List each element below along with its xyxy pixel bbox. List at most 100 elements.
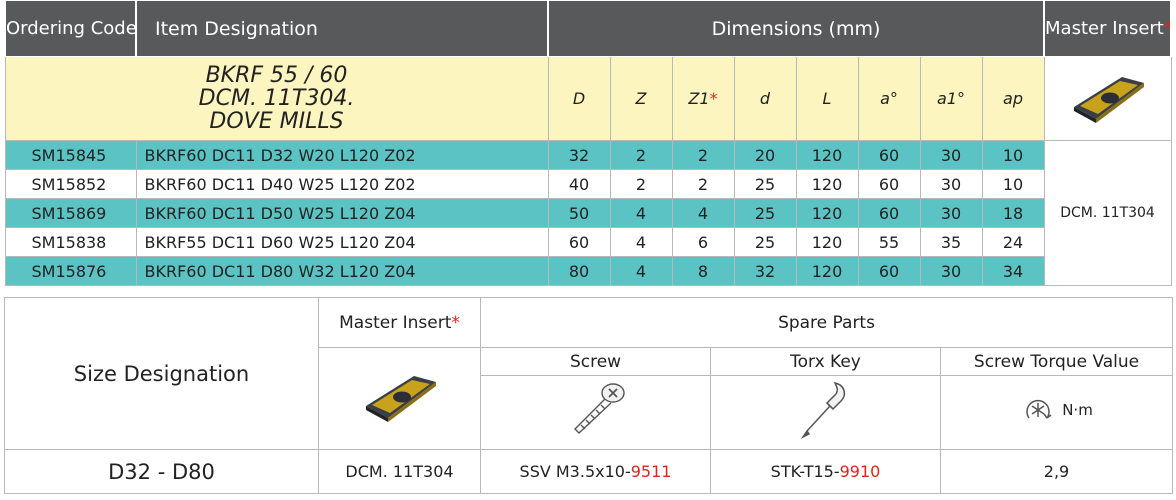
ordering-code-cell: SM15845 [4,140,137,170]
master-insert-image-cell [318,347,481,450]
value-cell: 20 [733,140,797,170]
torque-value: 2,9 [939,449,1174,494]
value-cell: 24 [981,227,1045,257]
value-cell: 10 [981,169,1045,199]
value-cell: 60 [857,198,921,228]
designation-cell: BKRF60 DC11 D32 W20 L120 Z02 [135,140,549,170]
value-cell: 2 [609,169,673,199]
value-cell: 2 [671,169,735,199]
value-cell: 60 [547,227,611,257]
item-designation-header: Item Designation [135,0,549,57]
table-row: SM15845 BKRF60 DC11 D32 W20 L120 Z02 32 … [4,140,1172,286]
spare-parts-header: Spare Parts [479,297,1174,348]
spare-parts-table: Size Designation Master Insert* Spare Pa… [4,297,1174,494]
size-value: D32 - D80 [4,449,319,494]
value-cell: 34 [981,256,1045,286]
value-cell: 120 [795,198,859,228]
value-cell: 30 [919,198,983,228]
ordering-code-cell: SM15852 [4,169,137,199]
insert-value: DCM. 11T304 [318,449,481,494]
value-cell: 4 [609,227,673,257]
value-cell: 120 [795,140,859,170]
torque-unit: N·m [1062,401,1093,419]
screw-torque-header: Screw Torque Value [939,347,1174,376]
dim-col-Z1: Z1* [671,56,735,141]
torque-indicator: N·m [1020,392,1093,428]
value-cell: 2 [671,140,735,170]
designation-cell: BKRF60 DC11 D40 W25 L120 Z02 [135,169,549,199]
table-row: SM15869 BKRF60 DC11 D50 W25 L120 Z04 50 … [4,198,1171,228]
value-cell: 10 [981,140,1045,170]
dim-col-a: a° [857,56,921,141]
value-cell: 2 [609,140,673,170]
value-cell: 60 [857,256,921,286]
ordering-code-cell: SM15876 [4,256,137,286]
screw-icon [573,383,625,434]
value-cell: 25 [733,198,797,228]
value-cell: 30 [919,256,983,286]
torx-key-part-number: STK-T15-9910 [710,449,941,494]
master-insert-header: Master Insert* [318,297,481,348]
table-row: SM15838 BKRF55 DC11 D60 W25 L120 Z04 60 … [4,227,1171,257]
master-insert-image-cell [1043,56,1172,141]
value-cell: 35 [919,227,983,257]
value-cell: 25 [733,227,797,257]
torx-key-icon [800,381,845,439]
size-designation-header: Size Designation [4,297,319,450]
value-cell: 60 [857,140,921,170]
insert-image [365,376,436,422]
ordering-code-cell: SM15869 [4,198,137,228]
spare-parts-subheader-row: Screw Torx Key Screw Torque Value [5,347,1174,450]
series-title-line: DCM. 11T304. [198,86,355,111]
value-cell: 55 [857,227,921,257]
screw-header: Screw [480,347,711,376]
designation-cell: BKRF60 DC11 D80 W32 L120 Z04 [135,256,549,286]
ordering-code-header: Ordering Code [4,0,137,57]
dimensions-header: Dimensions (mm) [546,0,1046,57]
value-cell: 120 [795,169,859,199]
value-cell: 8 [671,256,735,286]
value-cell: 120 [795,256,859,286]
value-cell: 6 [671,227,735,257]
value-cell: 30 [919,140,983,170]
value-cell: 32 [547,140,611,170]
screw-part-number: SSV M3.5x10-9511 [480,449,711,494]
dim-col-ap: ap [981,56,1045,141]
designation-cell: BKRF55 DC11 D60 W25 L120 Z04 [135,227,549,257]
value-cell: 60 [857,169,921,199]
dim-col-L: L [795,56,859,141]
dim-col-D: D [547,56,611,141]
value-cell: 40 [547,169,611,199]
dim-col-a1: a1° [919,56,983,141]
value-cell: 120 [795,227,859,257]
insert-image [1073,76,1144,123]
table-header-row: Ordering Code Item Designation Dimension… [4,0,1173,57]
table-row: SM15852 BKRF60 DC11 D40 W25 L120 Z02 40 … [4,169,1171,199]
value-cell: 4 [609,198,673,228]
master-insert-header: Master Insert* [1043,0,1173,57]
product-table: Ordering Code Item Designation Dimension… [4,0,1173,286]
value-cell: 4 [609,256,673,286]
value-cell: 50 [547,198,611,228]
master-insert-value: DCM. 11T304 [1043,140,1172,286]
torque-icon-cell: N·m [939,375,1174,450]
screw-icon-cell [480,375,711,450]
value-cell: 32 [733,256,797,286]
series-title-line: DOVE MILLS [209,109,344,134]
torx-key-header: Torx Key [710,347,941,376]
torque-icon [1026,399,1052,419]
dim-col-d: d [733,56,797,141]
spare-parts-data-row: D32 - D80 DCM. 11T304 SSV M3.5x10-9511 S… [4,449,1174,494]
spare-parts-header-row: Size Designation Master Insert* Spare Pa… [4,297,1174,450]
torx-key-icon-cell [710,375,941,450]
value-cell: 25 [733,169,797,199]
value-cell: 4 [671,198,735,228]
series-title: BKRF 55 / 60 DCM. 11T304. DOVE MILLS [4,56,549,141]
designation-cell: BKRF60 DC11 D50 W25 L120 Z04 [135,198,549,228]
dim-col-Z: Z [609,56,673,141]
value-cell: 18 [981,198,1045,228]
value-cell: 30 [919,169,983,199]
series-subheader-row: BKRF 55 / 60 DCM. 11T304. DOVE MILLS D Z… [4,56,1172,141]
series-title-line: BKRF 55 / 60 [205,63,348,88]
ordering-code-cell: SM15838 [4,227,137,257]
